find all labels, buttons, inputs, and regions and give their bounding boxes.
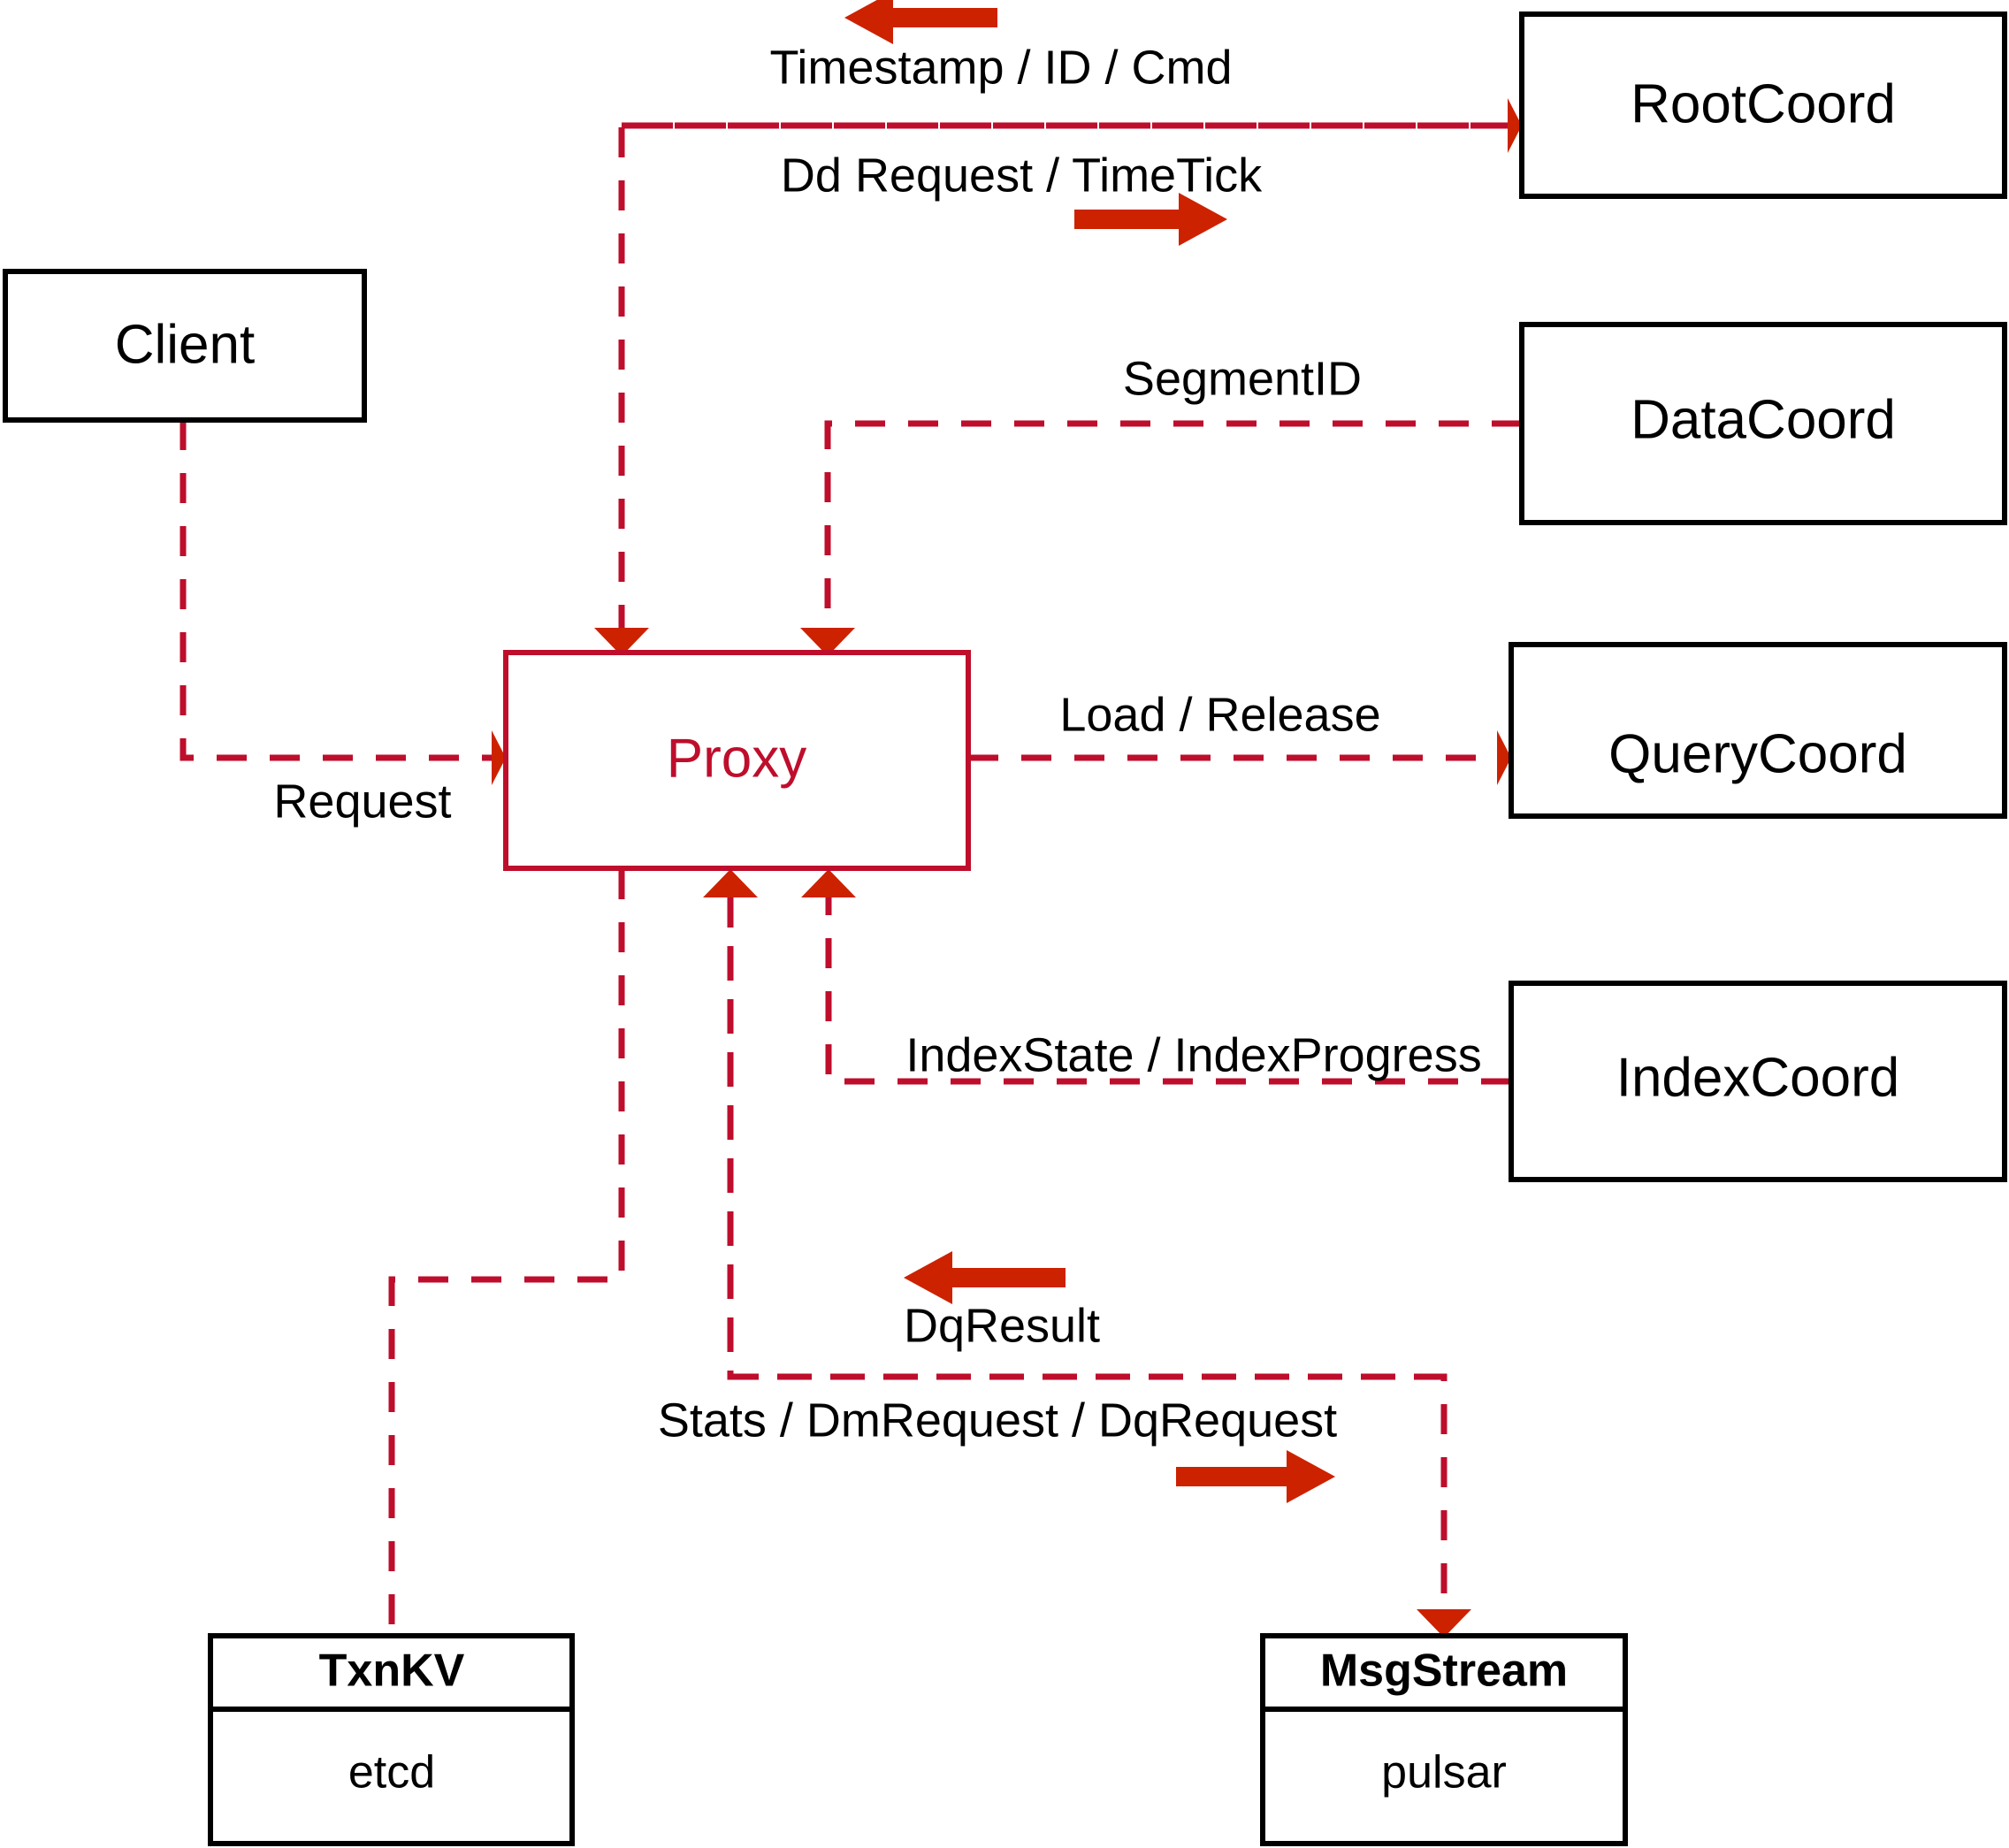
- edge-path-indexstate-indexprogress: [825, 897, 1511, 1085]
- edge-rootcoord-to-proxy: [594, 122, 1522, 656]
- node-rootcoord[interactable]: RootCoord: [1519, 11, 2007, 199]
- direction-arrow-dqresult: [904, 1251, 1066, 1304]
- edge-path-timestamp-id-cmd: [618, 122, 1522, 628]
- node-datacoord[interactable]: DataCoord: [1519, 322, 2007, 525]
- edge-label-dd-request-timetick: Dd Request / TimeTick: [781, 149, 1263, 202]
- arrowhead-request: [492, 730, 506, 785]
- node-proxy[interactable]: Proxy: [503, 650, 971, 871]
- direction-arrow-dd-request: [1074, 193, 1227, 246]
- node-txnkv[interactable]: TxnKV etcd: [208, 1633, 575, 1846]
- edge-path-request: [180, 420, 492, 761]
- node-querycoord[interactable]: QueryCoord: [1509, 642, 2007, 819]
- edge-path-txnkv: [388, 869, 625, 1636]
- edge-label-stats-dmrequest-dqrequest: Stats / DmRequest / DqRequest: [658, 1394, 1337, 1447]
- node-client[interactable]: Client: [3, 269, 367, 423]
- node-txnkv-impl: etcd: [348, 1747, 435, 1798]
- edge-label-dqresult: DqResult: [904, 1299, 1100, 1352]
- node-indexcoord[interactable]: IndexCoord: [1509, 981, 2007, 1182]
- node-datacoord-label: DataCoord: [1631, 389, 1896, 450]
- arrowhead-segmentid: [800, 628, 855, 656]
- node-txnkv-label: TxnKV: [319, 1646, 465, 1697]
- arrowhead-load-release: [1497, 730, 1511, 785]
- edge-datacoord-to-proxy: [800, 420, 1522, 656]
- node-client-label: Client: [115, 314, 256, 375]
- edge-client-to-proxy: [180, 420, 506, 785]
- node-proxy-label: Proxy: [667, 728, 806, 789]
- node-querycoord-label: QueryCoord: [1608, 723, 1907, 784]
- edge-proxy-to-rootcoord: [622, 98, 1522, 153]
- direction-arrow-dqrequest: [1176, 1450, 1335, 1503]
- arrowhead-stats-dmrequest-dqrequest: [1417, 1609, 1471, 1638]
- edge-proxy-to-msgstream: [727, 897, 1471, 1638]
- edge-label-indexstate-indexprogress: IndexState / IndexProgress: [905, 1028, 1481, 1081]
- edge-path-stats-dmrequest-dqrequest: [727, 897, 1448, 1609]
- edge-path-segmentid: [824, 420, 1522, 628]
- node-msgstream[interactable]: MsgStream pulsar: [1260, 1633, 1628, 1846]
- edge-indexcoord-to-proxy: [801, 869, 1511, 1085]
- arrowhead-dqresult: [703, 869, 758, 897]
- edge-label-timestamp-id-cmd: Timestamp / ID / Cmd: [769, 41, 1232, 94]
- edge-proxy-to-querycoord: [968, 730, 1511, 785]
- edge-label-request: Request: [273, 775, 451, 828]
- edge-label-load-release: Load / Release: [1059, 688, 1380, 741]
- node-msgstream-label: MsgStream: [1320, 1646, 1568, 1697]
- arrowhead-indexstate-indexprogress: [801, 869, 856, 897]
- node-indexcoord-label: IndexCoord: [1616, 1047, 1900, 1108]
- arrowhead-dd-request-timetick: [1508, 98, 1522, 153]
- arrowhead-timestamp-id-cmd: [594, 628, 649, 656]
- node-msgstream-impl: pulsar: [1381, 1747, 1507, 1798]
- node-rootcoord-label: RootCoord: [1631, 73, 1896, 134]
- edge-label-segmentid: SegmentID: [1123, 352, 1362, 405]
- direction-arrow-timestamp: [844, 0, 997, 44]
- edge-proxy-to-txnkv: [388, 869, 625, 1636]
